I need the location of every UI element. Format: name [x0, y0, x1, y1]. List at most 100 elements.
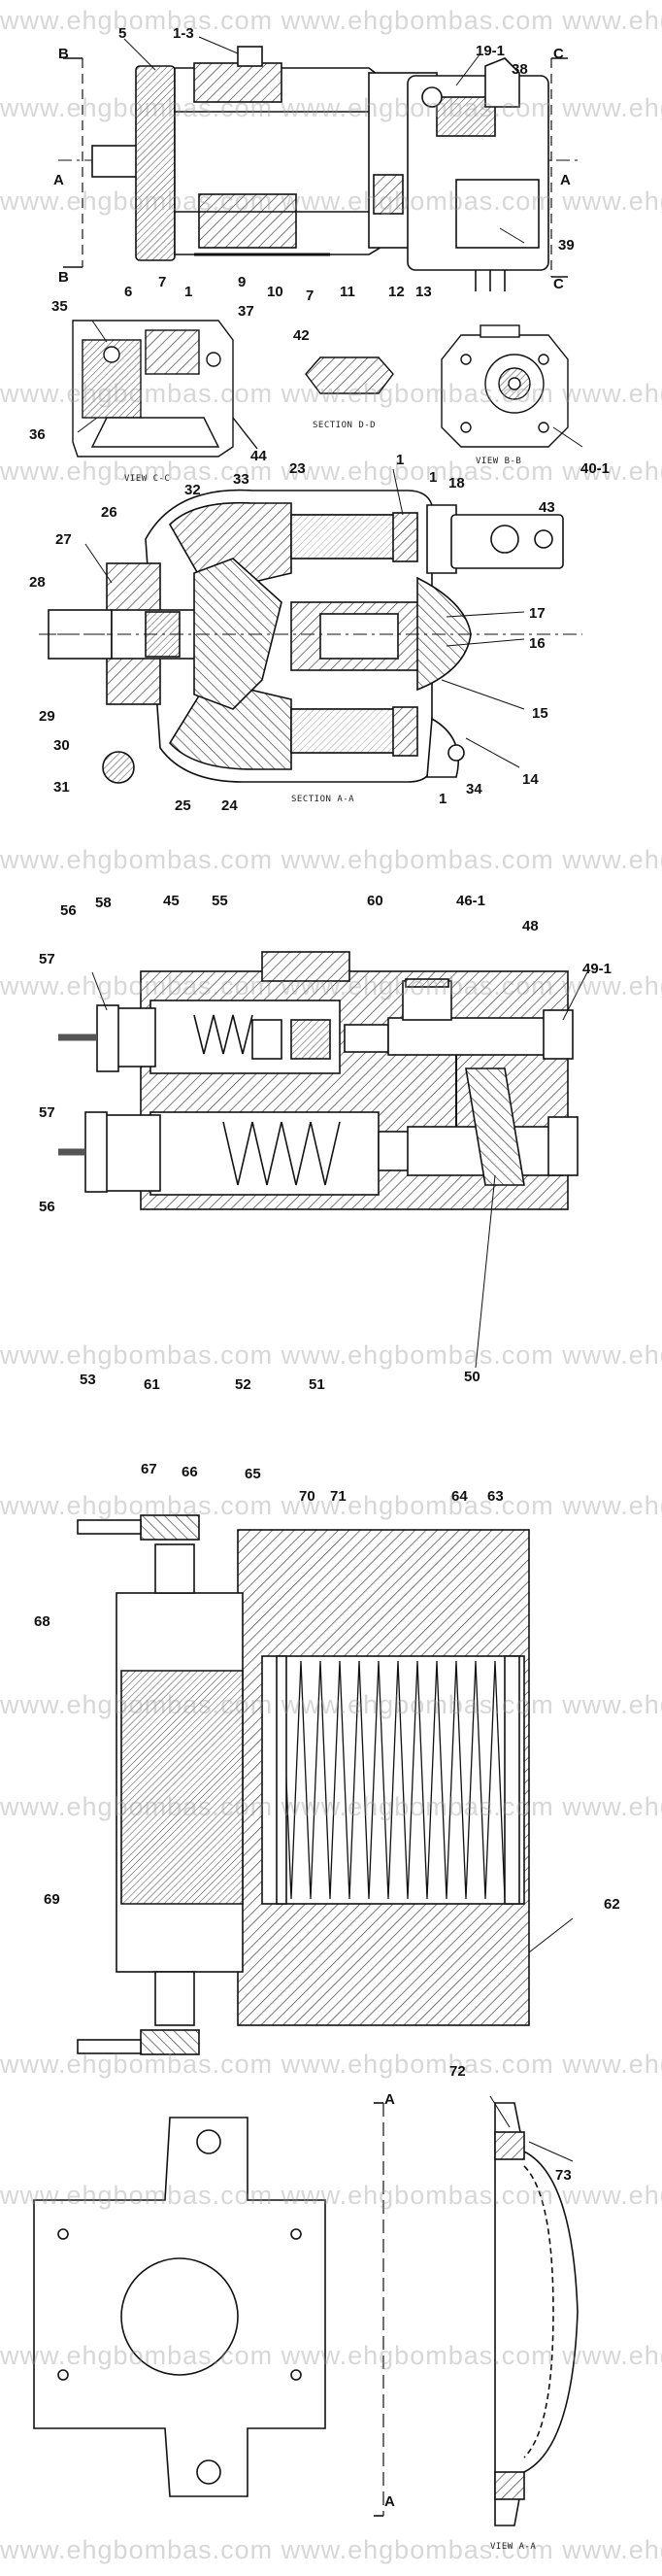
callout-label: 68 — [34, 1613, 50, 1630]
callout-label: 45 — [163, 893, 180, 909]
callout-label: 7 — [306, 288, 314, 304]
view-c-c-caption: VIEW C-C — [124, 474, 171, 484]
callout-label: 61 — [144, 1376, 160, 1393]
callout-label: 13 — [415, 284, 432, 300]
section-mark-b: B — [58, 269, 69, 286]
callout-label: 69 — [44, 1891, 60, 1908]
callout-label: 10 — [267, 284, 283, 300]
watermark-row: www.ehgbombas.com www.ehgbombas.com www.… — [0, 6, 662, 35]
callout-label: 15 — [532, 705, 548, 722]
watermark-row: www.ehgbombas.com www.ehgbombas.com www.… — [0, 2050, 662, 2079]
callout-label: 27 — [55, 531, 72, 548]
callout-label: 25 — [175, 797, 191, 814]
callout-label: 35 — [51, 298, 68, 315]
callout-label: 72 — [449, 2063, 466, 2080]
watermark-row: www.ehgbombas.com www.ehgbombas.com www.… — [0, 2535, 662, 2564]
callout-label: 34 — [466, 781, 482, 797]
watermark-row: www.ehgbombas.com www.ehgbombas.com www.… — [0, 1491, 662, 1520]
watermark-row: www.ehgbombas.com www.ehgbombas.com www.… — [0, 1340, 662, 1370]
callout-label: 56 — [39, 1199, 55, 1215]
callout-label: 12 — [388, 284, 405, 300]
callout-label: 24 — [221, 797, 238, 814]
section-a-a-caption: SECTION A-A — [291, 795, 355, 804]
regulator-section — [58, 951, 579, 1210]
callout-label: 42 — [293, 327, 310, 344]
section-mark-a: A — [384, 2493, 395, 2510]
callout-label: 1 — [439, 791, 447, 807]
section-mark-a: A — [560, 172, 571, 188]
section-mark-c: C — [553, 46, 564, 62]
cover-plate-front — [33, 2102, 384, 2517]
section-mark-c: C — [553, 276, 564, 292]
callout-label: 53 — [80, 1372, 96, 1388]
callout-label: 71 — [330, 1488, 347, 1505]
cylinder-section — [77, 1514, 530, 2055]
callout-label: 17 — [529, 605, 546, 622]
callout-label: 9 — [238, 274, 247, 290]
watermark-row: www.ehgbombas.com www.ehgbombas.com www.… — [0, 845, 662, 874]
callout-label: 33 — [233, 471, 249, 488]
callout-label: 28 — [29, 574, 46, 591]
callout-label: 18 — [448, 475, 465, 491]
section-mark-a: A — [384, 2091, 395, 2108]
callout-label: 19-1 — [476, 43, 506, 59]
section-mark-b: B — [58, 46, 69, 62]
callout-label: 26 — [101, 504, 117, 521]
cover-plate-side — [494, 2102, 579, 2526]
callout-label: 16 — [529, 635, 546, 652]
callout-label: 36 — [29, 426, 46, 443]
callout-label: 57 — [39, 951, 55, 967]
callout-label: 49-1 — [582, 961, 612, 977]
callout-label: 1 — [184, 284, 193, 300]
callout-label: 1-3 — [173, 25, 194, 42]
section-d-d-caption: SECTION D-D — [313, 421, 377, 430]
callout-label: 38 — [512, 61, 528, 78]
callout-label: 51 — [309, 1376, 325, 1393]
callout-label: 65 — [245, 1466, 261, 1482]
callout-label: 1 — [429, 469, 438, 486]
callout-label: 40-1 — [580, 460, 611, 477]
watermark-row: www.ehgbombas.com www.ehgbombas.com www.… — [0, 1690, 662, 1719]
callout-label: 11 — [340, 284, 355, 300]
callout-label: 1 — [396, 452, 405, 468]
callout-label: 66 — [182, 1464, 198, 1480]
section-mark-a: A — [53, 172, 64, 188]
callout-label: 7 — [158, 274, 167, 290]
callout-label: 58 — [95, 895, 112, 911]
view-a-a-caption: VIEW A-A — [490, 2542, 537, 2552]
view-c-c-body — [72, 320, 258, 458]
callout-label: 56 — [60, 902, 77, 919]
watermark-row: www.ehgbombas.com www.ehgbombas.com www.… — [0, 379, 662, 408]
watermark-row: www.ehgbombas.com www.ehgbombas.com www.… — [0, 2181, 662, 2210]
callout-label: 23 — [289, 460, 306, 477]
callout-label: 32 — [184, 482, 201, 498]
leader-lines — [77, 36, 588, 2162]
watermark-row: www.ehgbombas.com www.ehgbombas.com www.… — [0, 971, 662, 1000]
callout-label: 63 — [487, 1488, 504, 1505]
callout-label: 50 — [464, 1369, 480, 1385]
watermark-row: www.ehgbombas.com www.ehgbombas.com www.… — [0, 93, 662, 122]
callout-label: 14 — [522, 771, 539, 788]
callout-label: 46-1 — [456, 893, 486, 909]
section-d-d-shape — [305, 356, 394, 394]
callout-label: 73 — [555, 2167, 572, 2184]
callout-label: 62 — [604, 1896, 620, 1913]
view-b-b-body — [441, 324, 569, 448]
section-a-a-body — [39, 489, 582, 784]
callout-label: 5 — [118, 25, 127, 42]
view-b-b-caption: VIEW B-B — [476, 457, 522, 466]
callout-label: 43 — [539, 499, 555, 516]
callout-label: 39 — [558, 237, 575, 254]
callout-label: 67 — [141, 1461, 157, 1477]
callout-label: 37 — [238, 303, 254, 320]
callout-label: 44 — [250, 448, 267, 464]
callout-label: 70 — [299, 1488, 315, 1505]
callout-label: 48 — [522, 918, 539, 934]
callout-label: 29 — [39, 708, 55, 725]
watermark-row: www.ehgbombas.com www.ehgbombas.com www.… — [0, 186, 662, 216]
callout-label: 57 — [39, 1104, 55, 1121]
watermark-row: www.ehgbombas.com www.ehgbombas.com www.… — [0, 1792, 662, 1821]
callout-label: 64 — [451, 1488, 468, 1505]
callout-label: 31 — [53, 779, 70, 796]
